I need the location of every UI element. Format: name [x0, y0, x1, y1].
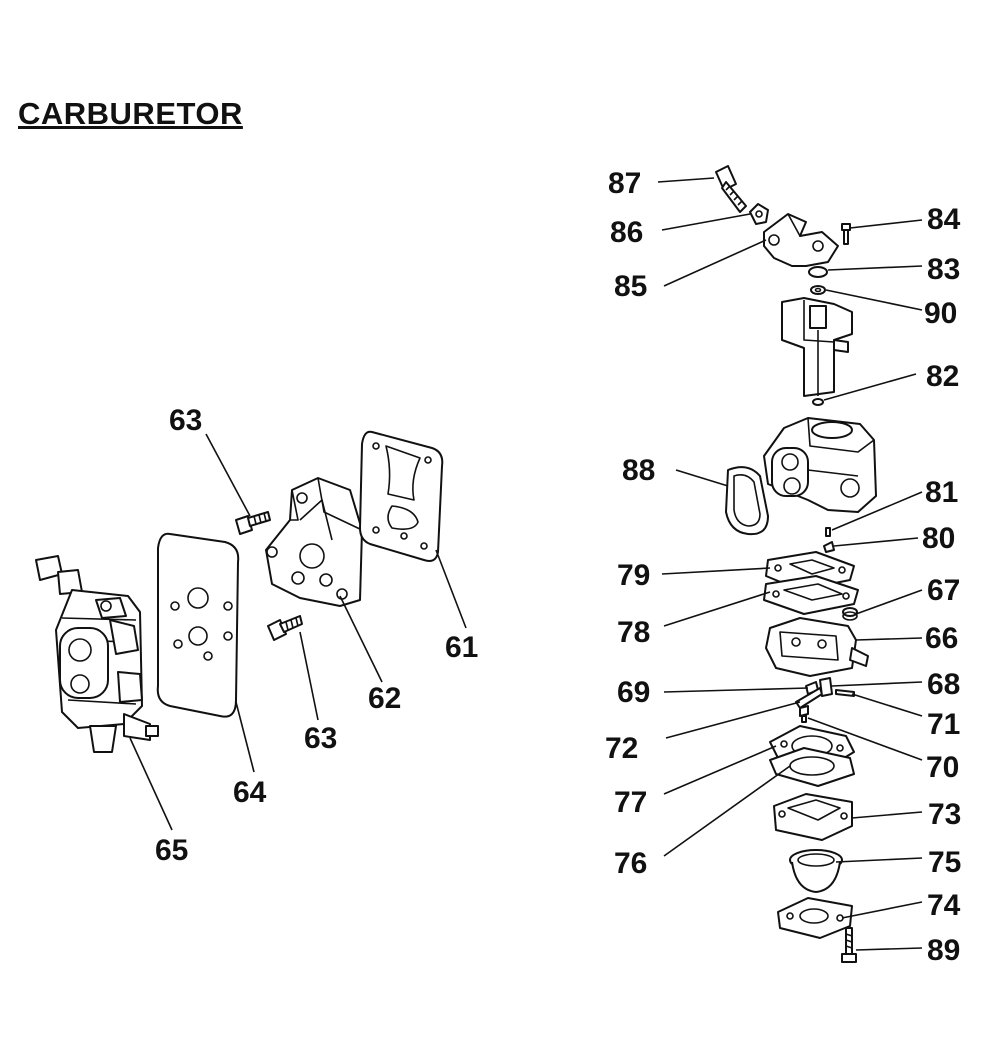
carburetor-assembly-part — [35, 555, 159, 753]
callout-67: 67 — [927, 574, 960, 607]
callout-73: 73 — [928, 798, 961, 831]
callout-86: 86 — [610, 216, 643, 249]
callout-76: 76 — [614, 847, 647, 880]
leader-lines — [129, 177, 923, 951]
needle-part — [823, 541, 835, 553]
pin-part — [825, 527, 831, 537]
lever-pin-part — [835, 689, 855, 697]
washer-part — [810, 285, 826, 295]
callout-83: 83 — [927, 253, 960, 286]
callout-72: 72 — [605, 732, 638, 765]
cover-screw-part — [841, 927, 857, 963]
callout-75: 75 — [928, 846, 961, 879]
screw-upper-part — [235, 511, 271, 535]
callout-78: 78 — [617, 616, 650, 649]
metering-cover-part — [773, 793, 853, 841]
o-ring-part — [725, 466, 769, 536]
callout-77: 77 — [614, 786, 647, 819]
callout-82: 82 — [926, 360, 959, 393]
throttle-adjust-screw-part — [715, 165, 747, 213]
callout-66: 66 — [925, 622, 958, 655]
nut-part — [749, 203, 769, 225]
callout-labels: 63 63 62 61 64 65 87 86 85 84 83 90 82 8… — [155, 167, 961, 967]
throttle-lever-part — [763, 213, 839, 267]
callout-74: 74 — [927, 889, 961, 922]
callout-71: 71 — [927, 708, 960, 741]
callout-64: 64 — [233, 776, 267, 809]
spring-part — [842, 607, 858, 621]
callout-87: 87 — [608, 167, 641, 200]
screw-lower-part — [267, 615, 303, 641]
callout-69: 69 — [617, 676, 650, 709]
clip-part — [808, 266, 828, 278]
diagram-title: CARBURETOR — [18, 96, 243, 131]
callout-81: 81 — [925, 476, 958, 509]
callout-65: 65 — [155, 834, 188, 867]
callout-85: 85 — [614, 270, 647, 303]
callout-79: 79 — [617, 559, 650, 592]
callout-90: 90 — [924, 297, 957, 330]
needle-valve-part — [819, 677, 833, 697]
callout-88: 88 — [622, 454, 655, 487]
callout-70: 70 — [926, 751, 959, 784]
callout-63-lower: 63 — [304, 722, 337, 755]
primer-cover-part — [777, 897, 853, 939]
throttle-body-part — [781, 297, 853, 397]
carburetor-body-part — [763, 417, 877, 513]
callout-62: 62 — [368, 682, 401, 715]
fuel-pump-body-part — [765, 617, 869, 677]
callout-61: 61 — [445, 631, 478, 664]
gasket-part — [156, 532, 240, 718]
callout-84: 84 — [927, 203, 961, 236]
callout-68: 68 — [927, 668, 960, 701]
callout-89: 89 — [927, 934, 960, 967]
insulator-gasket-part — [359, 430, 444, 562]
callout-63-upper: 63 — [169, 404, 202, 437]
pump-gasket-part — [763, 575, 859, 615]
small-screw-part — [841, 223, 851, 245]
metering-screw-part — [799, 705, 809, 723]
callout-80: 80 — [922, 522, 955, 555]
small-ring-part — [812, 398, 824, 406]
metering-gasket-part — [769, 747, 855, 787]
primer-bulb-part — [789, 849, 843, 893]
carburetor-adapter-part — [265, 477, 363, 607]
